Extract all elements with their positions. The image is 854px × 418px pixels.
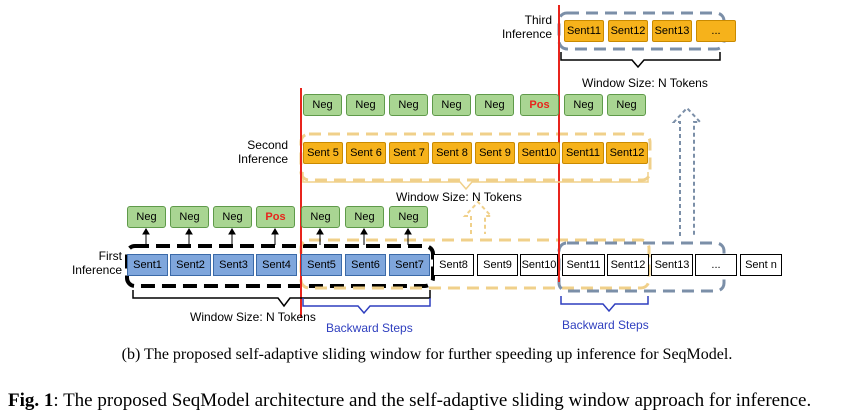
figure-caption: Fig. 1: The proposed SeqModel architectu… — [8, 390, 811, 412]
sentence-box: Sent6 — [345, 254, 386, 276]
sentence-box: Sent2 — [170, 254, 211, 276]
backward-steps-label-first: Backward Steps — [326, 321, 413, 335]
hollow-up-arrow-third — [671, 106, 703, 236]
window-brace-second — [302, 172, 649, 191]
tag-box: Neg — [389, 94, 428, 116]
sentence-box: Sent10 — [520, 254, 558, 276]
sentence-box: Sent 9 — [475, 142, 515, 164]
subfigure-caption: (b) The proposed self-adaptive sliding w… — [121, 346, 733, 363]
tag-box-pos: Pos — [256, 206, 295, 228]
window-brace-first — [132, 290, 431, 308]
sentence-box: Sent12 — [608, 20, 648, 42]
tag-box: Neg — [475, 94, 514, 116]
sentence-box: Sent11 — [562, 142, 604, 164]
sentence-box: Sent11 — [564, 20, 604, 42]
window-brace-third — [560, 52, 721, 69]
sentence-box: Sent5 — [301, 254, 342, 276]
sentence-box: Sent11 — [562, 254, 605, 276]
sentence-box: ... — [696, 20, 736, 42]
figure-caption-text: : The proposed SeqModel architecture and… — [53, 390, 812, 411]
tag-box: Neg — [213, 206, 252, 228]
sentence-box: Sent10 — [518, 142, 560, 164]
tag-box: Neg — [389, 206, 428, 228]
sentence-box: Sent9 — [477, 254, 518, 276]
sentence-box: Sent1 — [127, 254, 168, 276]
sentence-box: Sent 6 — [346, 142, 386, 164]
tag-box-pos: Pos — [520, 94, 559, 116]
sentence-box: Sent3 — [213, 254, 254, 276]
sentence-box: Sent 5 — [303, 142, 343, 164]
sentence-box: Sent4 — [256, 254, 297, 276]
backward-steps-label-second: Backward Steps — [562, 318, 649, 332]
sentence-box: Sent12 — [607, 254, 649, 276]
tag-box: Neg — [346, 94, 385, 116]
window-size-label-second: Window Size: N Tokens — [396, 190, 522, 204]
tag-box: Neg — [432, 94, 471, 116]
sentence-box: Sent13 — [651, 254, 693, 276]
sentence-box: Sent13 — [652, 20, 692, 42]
backward-brace-first — [302, 298, 431, 315]
sentence-box: Sent7 — [389, 254, 430, 276]
window-size-label-third: Window Size: N Tokens — [582, 76, 708, 90]
tag-box: Neg — [564, 94, 603, 116]
tag-box: Neg — [303, 94, 342, 116]
sentence-box: Sent n — [740, 254, 782, 276]
figure-caption-label: Fig. 1 — [8, 390, 54, 411]
sentence-box: Sent 8 — [432, 142, 472, 164]
backward-brace-second — [560, 296, 649, 313]
sentence-box: Sent8 — [433, 254, 474, 276]
diagram-canvas — [125, 5, 726, 318]
tag-box: Neg — [127, 206, 166, 228]
sentence-box: Sent 7 — [389, 142, 429, 164]
first-inference-arrows — [142, 228, 412, 245]
window-size-label-first: Window Size: N Tokens — [190, 310, 316, 324]
tag-box: Neg — [345, 206, 384, 228]
sentence-box: Sent12 — [606, 142, 648, 164]
tag-box: Neg — [607, 94, 646, 116]
tag-box: Neg — [301, 206, 340, 228]
tag-box: Neg — [170, 206, 209, 228]
sentence-box: ... — [695, 254, 737, 276]
hollow-up-arrow-second — [462, 200, 494, 234]
